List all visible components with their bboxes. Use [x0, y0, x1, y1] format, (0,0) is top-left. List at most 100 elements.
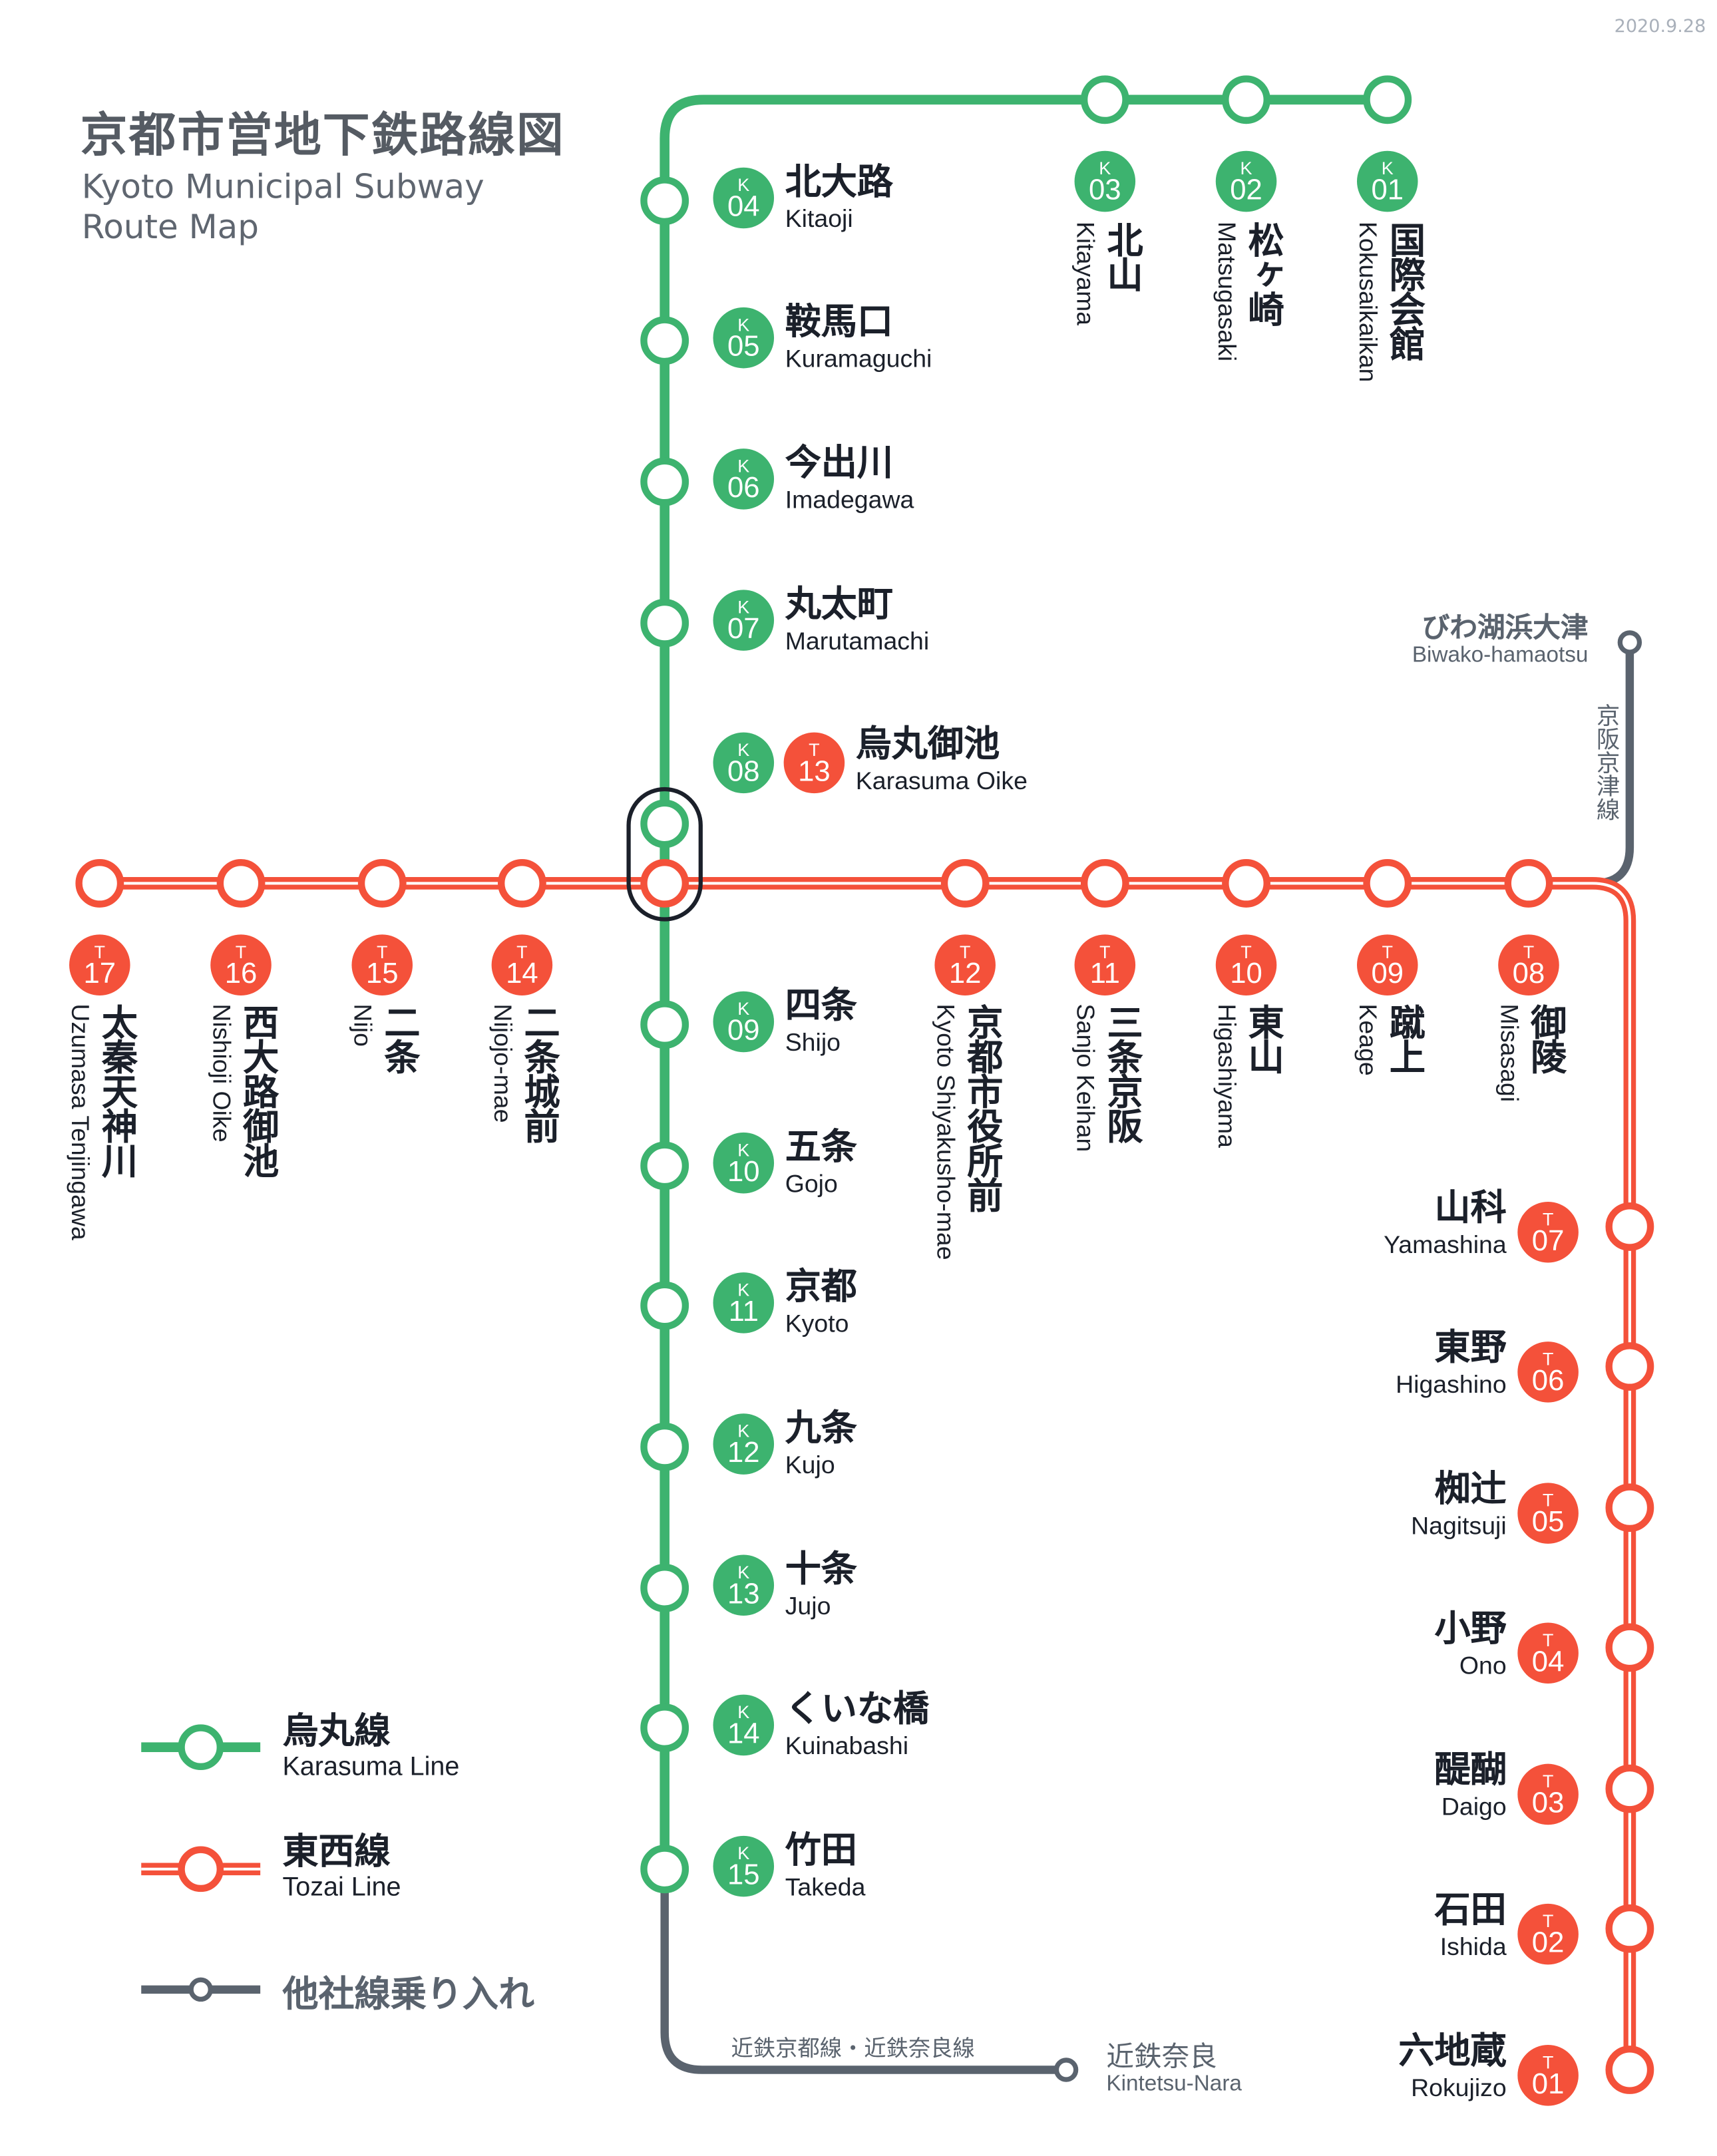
station-name-en: Takeda [785, 1873, 866, 1901]
biwako-hamaotsu-terminal[interactable] [1617, 630, 1642, 655]
station-number: 13 [798, 756, 831, 788]
station-k02-marker[interactable] [1222, 75, 1270, 124]
station-number: 16 [224, 958, 258, 990]
station-number: 04 [1531, 1646, 1565, 1678]
station-t14-marker[interactable] [497, 859, 546, 908]
station-t07-marker[interactable] [1605, 1202, 1654, 1251]
kintetsu-line-path [660, 1869, 1055, 2074]
station-t12-marker[interactable] [940, 859, 990, 908]
station-k11-marker[interactable] [640, 1281, 689, 1330]
station-k03-marker[interactable] [1080, 75, 1129, 124]
station-k12-marker[interactable] [640, 1422, 689, 1471]
station-name-ja: 九条 [785, 1407, 857, 1450]
station-number: 14 [506, 958, 538, 990]
station-name-en: Karasuma Oike [855, 767, 1028, 795]
line-letter: T [1099, 941, 1111, 963]
station-t10-marker[interactable] [1222, 859, 1270, 908]
station-t03-marker[interactable] [1605, 1764, 1654, 1813]
station-t09-marker[interactable] [1363, 859, 1412, 908]
station-number: 14 [727, 1718, 760, 1750]
biwako-hamaotsu-label[interactable]: びわ湖浜大津 Biwako-hamaotsu [1412, 611, 1589, 669]
station-k13-marker[interactable] [640, 1564, 689, 1612]
station-name-en: Higashino [1396, 1370, 1507, 1399]
station-name-ja: 蹴上 [1383, 1003, 1425, 1073]
station-name-en: Uzumasa Tenjingawa [66, 1003, 95, 1240]
station-name-ja: 石田 [1434, 1890, 1507, 1932]
legend-other-station [188, 1977, 213, 2002]
station-number: 05 [727, 331, 760, 363]
revision-date: 2020.9.28 [1614, 16, 1706, 38]
station-name-ja: 三条京阪 [1101, 1003, 1143, 1143]
station-k04-marker[interactable] [640, 176, 689, 226]
station-k15-marker[interactable] [640, 1845, 689, 1894]
station-k07-marker[interactable] [640, 598, 689, 647]
station-t15-marker[interactable] [357, 859, 407, 908]
station-t13-marker[interactable] [640, 859, 689, 908]
station-k01-marker[interactable] [1363, 75, 1412, 124]
station-t16-marker[interactable] [216, 859, 266, 908]
station-number: 15 [727, 1859, 760, 1892]
station-k06-marker[interactable] [640, 457, 689, 506]
station-k05-marker[interactable] [640, 316, 689, 365]
station-k14-marker[interactable] [640, 1704, 689, 1752]
line-letter: T [1382, 941, 1394, 963]
station-t08-marker[interactable] [1504, 859, 1553, 908]
station-t04-marker[interactable] [1605, 1623, 1654, 1672]
line-letter: K [737, 596, 750, 618]
station-t05-marker[interactable] [1605, 1483, 1654, 1532]
kintetsu-nara-label[interactable]: 近鉄奈良 Kintetsu-Nara [1106, 2040, 1242, 2097]
station-t17-marker[interactable] [75, 859, 124, 908]
station-t11-marker[interactable] [1080, 859, 1129, 908]
station-k10-marker[interactable] [640, 1141, 689, 1190]
station-t02-marker[interactable] [1605, 1904, 1654, 1953]
station-t06-marker[interactable] [1605, 1342, 1654, 1391]
station-name-ja: びわ湖浜大津 [1422, 610, 1589, 644]
karasuma-oike-interchange-frame[interactable] [626, 787, 703, 922]
kintetsu-nara-terminal[interactable] [1053, 2058, 1079, 2082]
line-letter: K [737, 739, 750, 761]
station-k08-marker[interactable] [640, 799, 689, 848]
station-name-ja: 京都市役所前 [960, 1003, 1003, 1212]
station-t01-marker[interactable] [1605, 2046, 1654, 2094]
station-name-ja: 二条城前 [518, 1003, 560, 1143]
station-k09-marker[interactable] [640, 1000, 689, 1049]
station-name-ja: 御陵 [1524, 1003, 1567, 1073]
